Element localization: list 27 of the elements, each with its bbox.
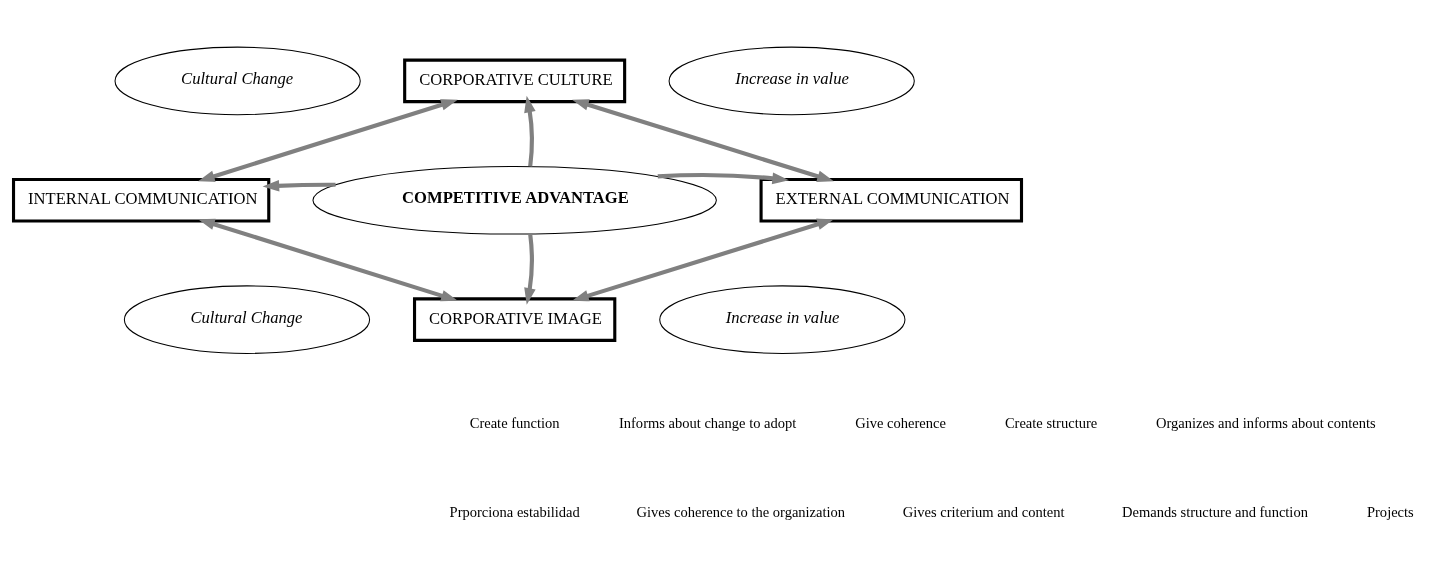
label: Create function [469, 414, 560, 431]
arrow [657, 172, 789, 185]
node-box: INTERNAL COMMUNICATION [11, 177, 271, 223]
arrow [198, 218, 458, 302]
node-box: CORPORATIVE IMAGE [413, 297, 617, 342]
label: Gives coherence to the organization [636, 504, 846, 521]
arrow [572, 99, 834, 182]
node-ellipse: Cultural Change [123, 285, 371, 354]
node-box: EXTERNAL COMMUNICATION [759, 177, 1024, 223]
label: Informs about change to adopt [618, 414, 797, 431]
label: Projects [1366, 504, 1414, 521]
node-ellipse: COMPETITIVE ADVANTAGE [312, 166, 717, 235]
label: Organizes and informs about contents [1155, 414, 1376, 431]
arrow [524, 233, 536, 305]
node-ellipse: Cultural Change [114, 46, 361, 116]
arrow [198, 99, 458, 182]
arrow [572, 218, 834, 302]
label: Gives criterium and content [902, 504, 1065, 521]
arrow [262, 179, 336, 192]
node-ellipse: Increase in value [668, 46, 915, 116]
arrow [524, 95, 536, 167]
node-box: CORPORATIVE CULTURE [403, 58, 627, 104]
label: Demands structure and function [1122, 504, 1308, 521]
label: Prporciona estabilidad [449, 504, 580, 521]
node-ellipse: Increase in value [659, 285, 906, 354]
label: Give coherence [855, 414, 946, 431]
label: Create structure [1004, 414, 1098, 431]
